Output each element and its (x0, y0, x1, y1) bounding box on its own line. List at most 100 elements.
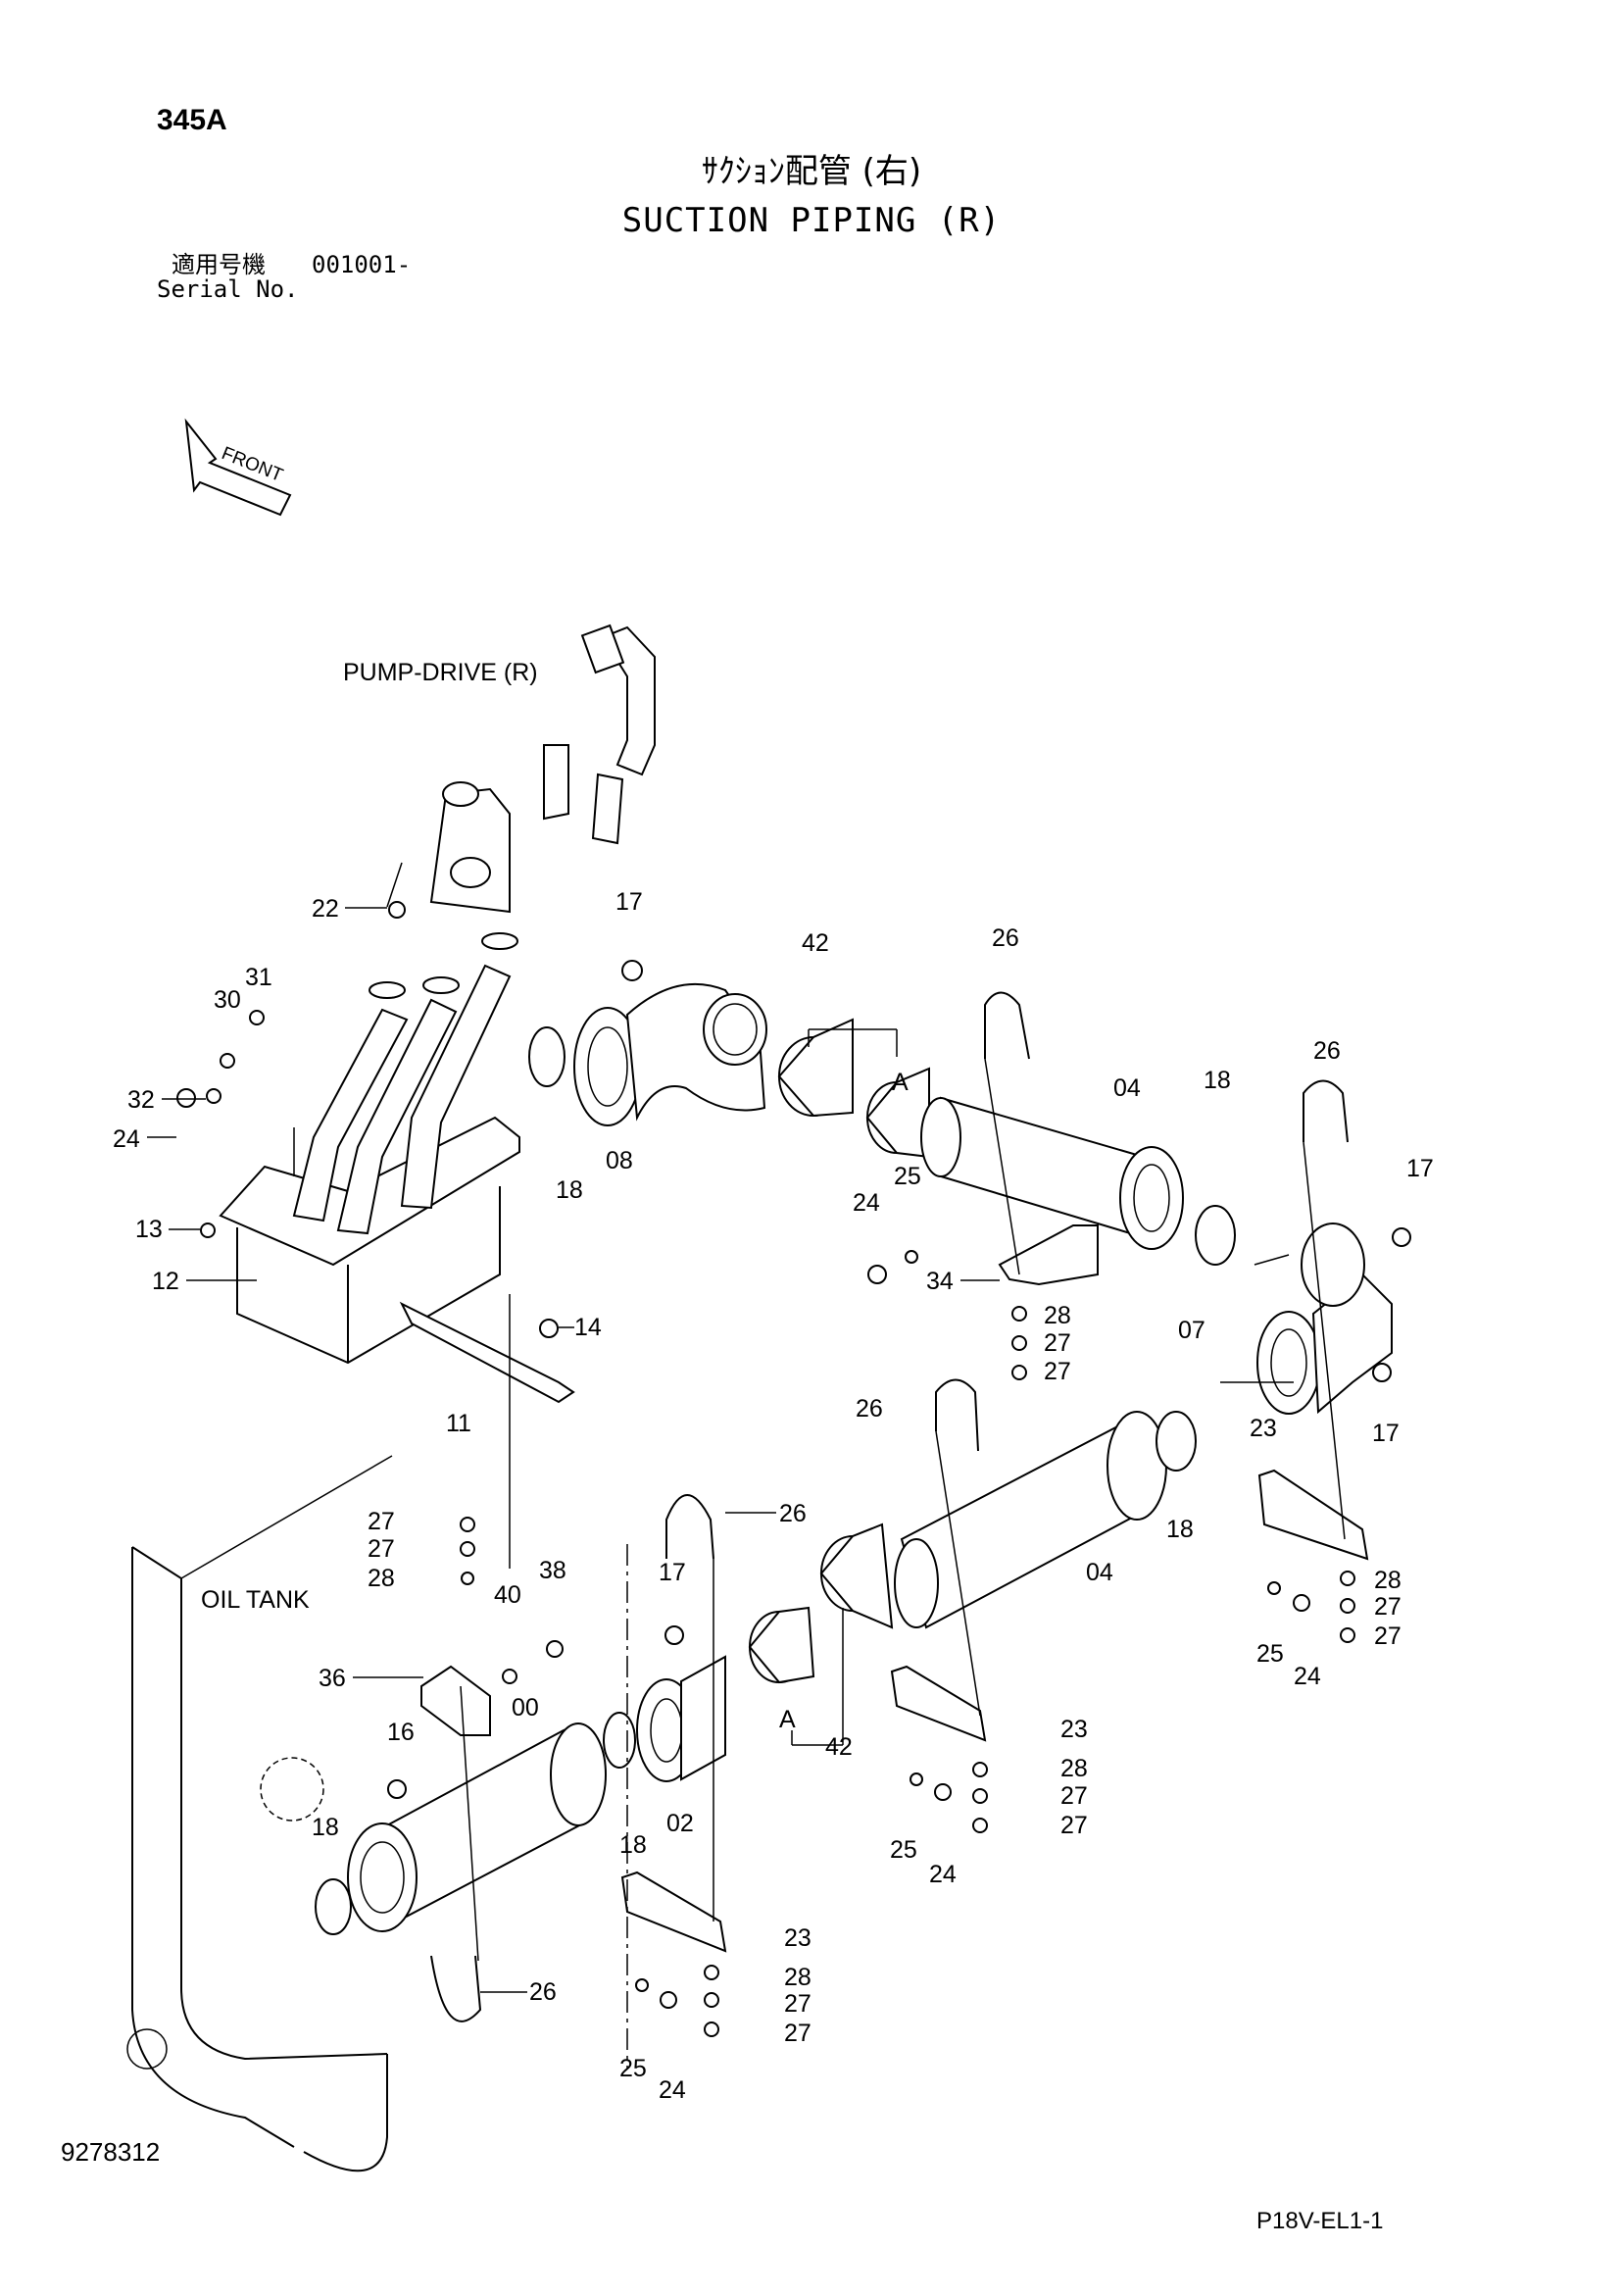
callout-17-d: 17 (659, 1559, 686, 1586)
callout-00: 00 (512, 1694, 539, 1722)
gasket-18d (603, 1712, 636, 1769)
callout-18-a: 18 (1204, 1067, 1231, 1094)
callout-07: 07 (1178, 1317, 1205, 1344)
callout-30: 30 (214, 986, 241, 1014)
title-japanese: ｻｸｼｮﾝ配管 (右) (701, 152, 922, 191)
upper-pipe (920, 1096, 1184, 1250)
callout-04-b: 04 (1086, 1559, 1113, 1586)
u-bolt-lower-1 (665, 1494, 714, 1560)
callout-numbers: 22 17 42 26 26 A 04 18 17 31 30 32 24 13… (113, 888, 1434, 2104)
callout-26-d: 26 (779, 1500, 807, 1527)
bracket-23-right (1257, 1469, 1369, 1561)
lower-pipe-00 (347, 1722, 607, 1932)
callout-18-b: 18 (556, 1176, 583, 1204)
gasket-18a (528, 1026, 566, 1087)
callout-17-b: 17 (1406, 1155, 1434, 1182)
lower-clamp-and-sleeve (748, 1522, 894, 1684)
gasket-18b (1195, 1205, 1236, 1266)
callout-18-d: 18 (312, 1814, 339, 1841)
fasteners (176, 901, 1411, 2037)
section-a-lower: A (779, 1706, 796, 1733)
callout-26-b: 26 (1313, 1037, 1341, 1065)
callout-28-d: 28 (1060, 1755, 1088, 1782)
short-pipe-02 (636, 1655, 726, 1782)
u-bolt-mid (935, 1378, 979, 1452)
callout-26-c: 26 (856, 1395, 883, 1423)
callout-04-a: 04 (1113, 1074, 1141, 1102)
callout-27-g: 27 (1060, 1782, 1088, 1810)
callout-40: 40 (494, 1581, 521, 1609)
callout-26-e: 26 (529, 1978, 557, 2006)
u-bolt-lower-2 (430, 1955, 482, 2022)
lower-pipe-04 (894, 1411, 1167, 1629)
callout-23-c: 23 (784, 1924, 812, 1952)
callout-28-b: 28 (1374, 1567, 1402, 1594)
callout-27-h: 27 (1060, 1812, 1088, 1839)
callout-23-a: 23 (1250, 1415, 1277, 1442)
callout-22: 22 (312, 895, 339, 923)
oil-tank-label: OIL TANK (201, 1586, 310, 1614)
callout-24-a: 24 (853, 1189, 880, 1217)
callout-27-b: 27 (1044, 1358, 1071, 1385)
pump-drive-fittings (429, 624, 656, 914)
callout-25-a: 25 (894, 1163, 921, 1190)
callout-27-f: 27 (368, 1535, 395, 1563)
drawing-number: 9278312 (61, 2137, 161, 2167)
section-a-upper: A (892, 1069, 909, 1096)
serial-label-english: Serial No. (157, 275, 299, 303)
serial-number-value: 001001- (312, 251, 412, 278)
callout-25-d: 25 (619, 2055, 647, 2082)
callout-24-b: 24 (1294, 1663, 1321, 1690)
callout-28-e: 28 (784, 1964, 812, 1991)
u-bolt-upper-1 (984, 991, 1030, 1060)
callout-11: 12 (152, 1268, 179, 1295)
page-code: 345A (157, 104, 227, 136)
front-arrow: FRONT (184, 418, 292, 517)
callout-28-c: 28 (368, 1565, 395, 1592)
callout-18-e: 18 (619, 1831, 647, 1859)
bracket-23-mid (890, 1665, 987, 1742)
gasket-18e (315, 1878, 352, 1935)
oil-tank-outline: OIL TANK (126, 1455, 393, 2172)
page-reference: P18V-EL1-1 (1256, 2208, 1384, 2234)
callout-12: 13 (135, 1216, 163, 1243)
callout-42-a: 42 (802, 929, 829, 957)
callout-24-c: 24 (929, 1861, 957, 1888)
callout-02: 02 (666, 1810, 694, 1837)
callout-34: 34 (926, 1268, 954, 1295)
callout-17-a: 17 (615, 888, 643, 916)
callout-08: 08 (606, 1147, 633, 1174)
bracket-34 (998, 1224, 1099, 1286)
callout-36: 36 (319, 1665, 346, 1692)
base-bracket (399, 1301, 575, 1404)
callout-28-a: 28 (1044, 1302, 1071, 1329)
gasket-18c (1156, 1411, 1197, 1472)
callout-27-c: 27 (1374, 1593, 1402, 1621)
callout-26-a: 26 (992, 924, 1019, 952)
title-english: SUCTION PIPING (R) (621, 201, 1002, 240)
callout-38: 38 (539, 1557, 566, 1584)
leader-lines (293, 862, 1346, 2069)
callout-27-j: 27 (784, 2020, 812, 2047)
upper-clamp-and-sleeve (777, 1018, 930, 1159)
callout-27-d: 27 (1374, 1622, 1402, 1650)
elbow-pipe-07 (1256, 1223, 1393, 1415)
callout-25-c: 25 (890, 1836, 917, 1864)
callout-27-a: 27 (1044, 1329, 1071, 1357)
callout-14: 14 (574, 1314, 602, 1341)
callout-25-b: 25 (1256, 1640, 1284, 1668)
callout-27-i: 27 (784, 1990, 812, 2018)
callout-24-d: 24 (659, 2076, 686, 2104)
serial-label-japanese: 適用号機 (172, 251, 266, 278)
bracket-23-lower (620, 1871, 727, 1953)
callout-18-c: 18 (1166, 1516, 1194, 1543)
callout-23-b: 23 (1060, 1716, 1088, 1743)
callout-42-b: 42 (825, 1733, 853, 1761)
callout-32: 32 (127, 1086, 155, 1114)
pump-drive-label: PUMP-DRIVE (R) (343, 659, 538, 686)
callout-27-e: 27 (368, 1508, 395, 1535)
callout-31: 31 (245, 964, 272, 991)
suction-hoses (292, 932, 518, 1235)
u-bolt-upper-2 (1303, 1079, 1349, 1143)
